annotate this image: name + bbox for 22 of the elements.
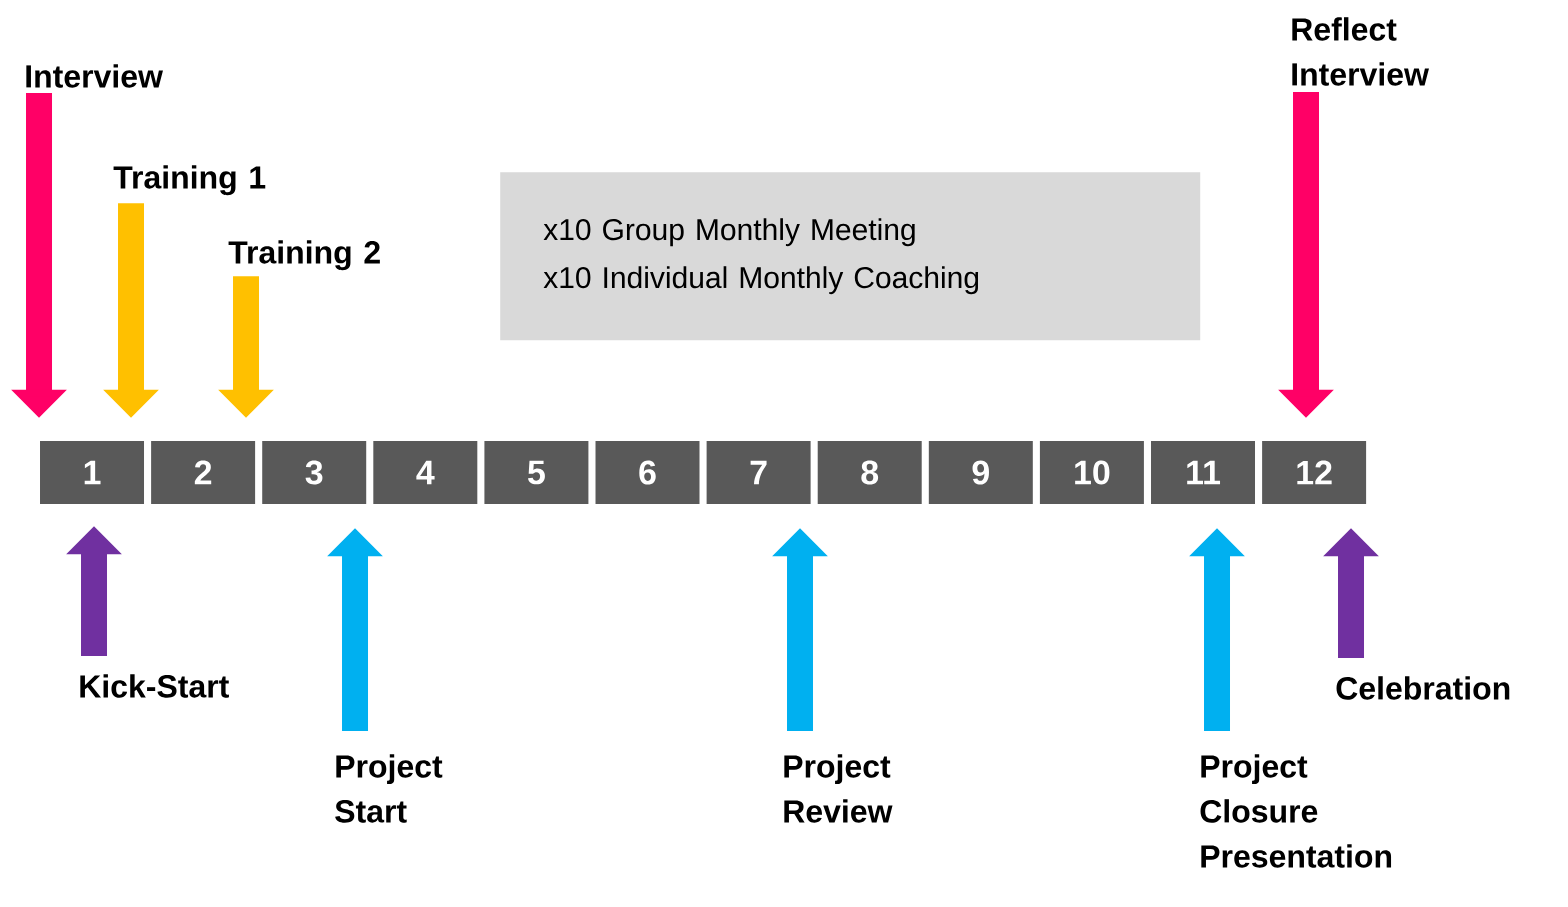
activity-panel: x10 Group Monthly Meeting x10 Individual Monthly Coaching	[500, 172, 1201, 341]
month-box: 11	[1151, 441, 1255, 504]
milestone-label: Kick-Start	[80, 674, 229, 698]
month-box: 10	[1039, 441, 1144, 504]
milestone-label: Training 1	[113, 165, 266, 196]
milestone-label: Celebration	[1336, 676, 1510, 700]
milestone-label: Project Review	[784, 754, 893, 823]
milestone-label: Interview	[26, 64, 163, 88]
month-box: 8	[817, 441, 922, 504]
month-box: 5	[484, 441, 589, 504]
month-box: 2	[151, 441, 256, 504]
month-box: 6	[595, 441, 700, 504]
month-box: 12	[1262, 441, 1367, 504]
month-box: 4	[373, 441, 478, 504]
month-box: 7	[706, 441, 811, 504]
milestone-label: Project Closure Presentation	[1200, 754, 1392, 868]
milestone-label: Training 2	[228, 240, 380, 271]
milestone-label: Project Start	[335, 754, 443, 823]
month-box: 3	[262, 441, 367, 504]
month-box: 1	[40, 441, 144, 504]
month-box: 9	[928, 441, 1033, 504]
milestone-label: Reflect Interview	[1292, 17, 1429, 86]
